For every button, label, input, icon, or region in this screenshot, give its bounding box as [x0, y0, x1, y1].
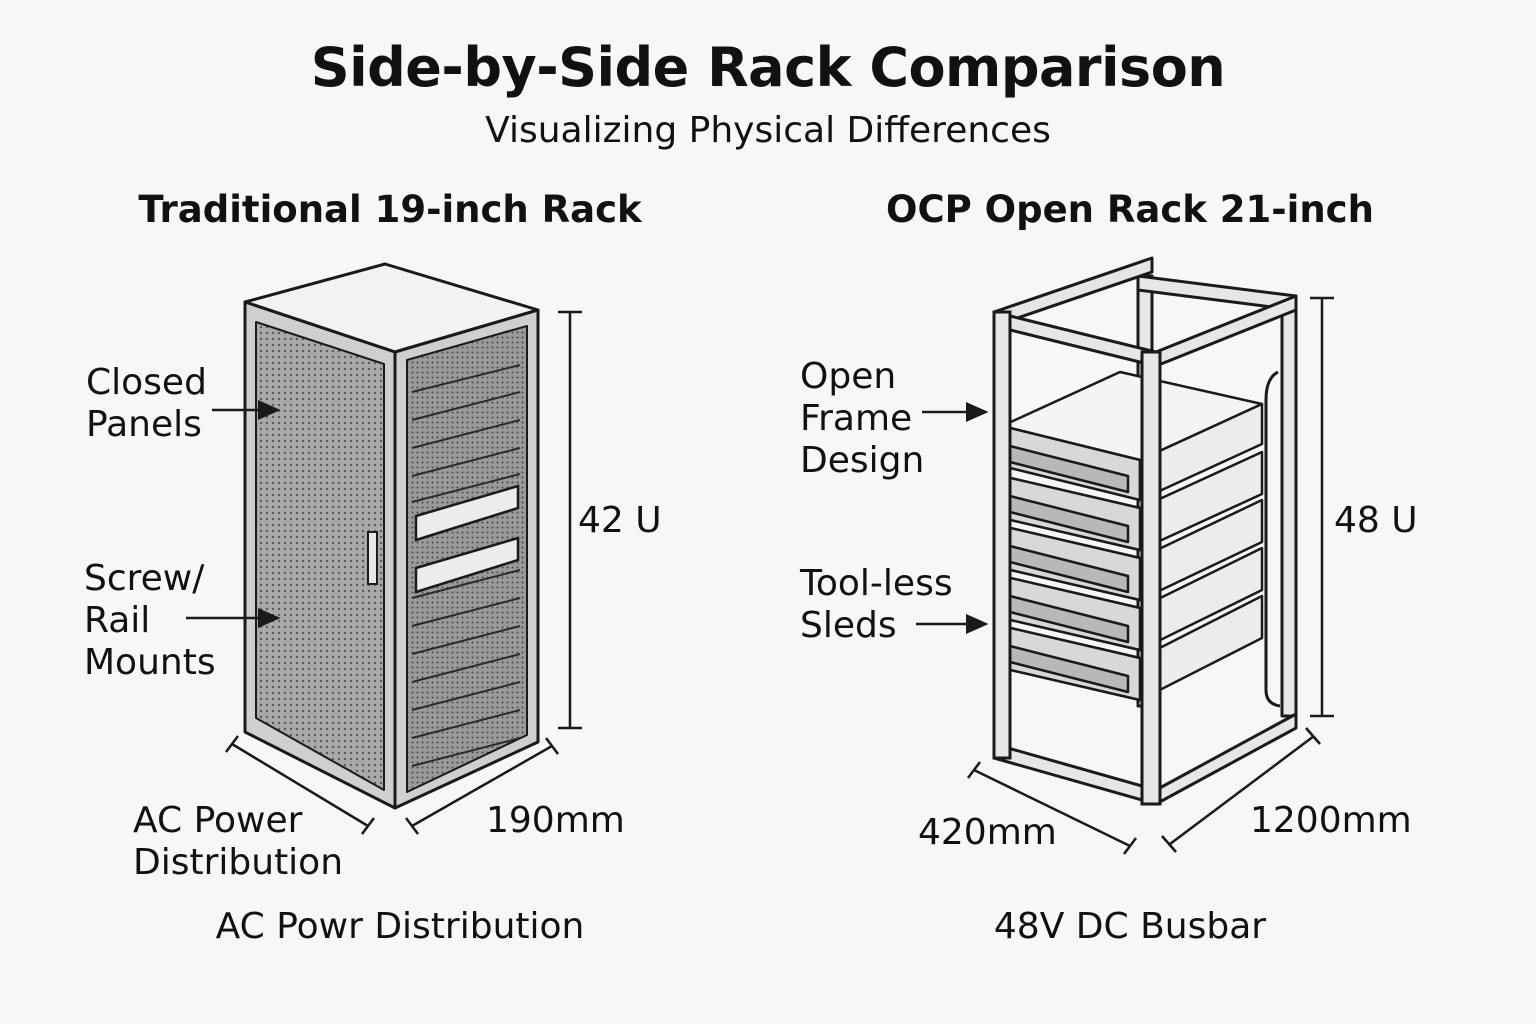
left-depth-dimension — [405, 737, 559, 835]
top-frame-front — [992, 310, 1158, 368]
left-height-dimension — [558, 310, 582, 730]
top-frame-left — [992, 256, 1154, 328]
bottom-frame-front — [992, 742, 1158, 806]
page-subtitle: Visualizing Physical Differences — [485, 110, 1051, 151]
front-server-handles — [414, 484, 520, 594]
left-rack-side-panel — [255, 321, 385, 791]
label-toolless-sleds: Tool-less Sleds — [800, 563, 953, 646]
right-footer: 48V DC Busbar — [993, 906, 1267, 947]
label-ac-power: AC Power Distribution — [133, 800, 344, 883]
front-right-post — [1140, 350, 1162, 806]
front-left-post — [992, 310, 1012, 760]
back-right-post — [1280, 294, 1298, 718]
bottom-frame-right — [1154, 712, 1298, 806]
sleds — [1000, 370, 1264, 702]
left-width-dimension — [225, 735, 375, 835]
right-height-dimension — [1310, 296, 1334, 718]
top-frame-right — [1154, 294, 1298, 368]
label-open-frame: Open Frame Design — [800, 356, 925, 481]
busbar — [1264, 370, 1281, 708]
traditional-rack — [243, 262, 540, 810]
front-slats — [411, 364, 521, 767]
right-width-label: 420mm — [918, 812, 1057, 853]
right-height-label: 48 U — [1334, 500, 1418, 541]
door-handle — [367, 531, 378, 585]
sled-1 — [1000, 370, 1264, 502]
left-rack-heading: Traditional 19-inch Rack — [138, 188, 642, 231]
right-width-dimension — [967, 761, 1137, 855]
right-depth-dimension — [1161, 727, 1321, 853]
left-footer: AC Powr Distribution — [215, 906, 585, 947]
page-title: Side-by-Side Rack Comparison — [310, 36, 1226, 99]
left-height-label: 42 U — [578, 500, 662, 541]
right-depth-label: 1200mm — [1250, 800, 1412, 841]
ocp-rack — [992, 256, 1298, 806]
label-screw-rail-mounts: Screw/ Rail Mounts — [84, 558, 216, 683]
right-rack-heading: OCP Open Rack 21-inch — [886, 188, 1374, 231]
label-closed-panels: Closed Panels — [86, 362, 207, 445]
left-depth-label: 190mm — [486, 800, 625, 841]
